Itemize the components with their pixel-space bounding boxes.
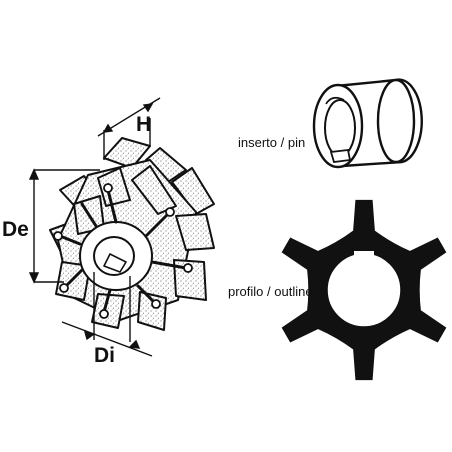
bore-keyway bbox=[103, 253, 127, 273]
impeller-outline-profile bbox=[281, 199, 447, 381]
outer-diameter-label: De bbox=[2, 218, 29, 241]
profile-bore bbox=[326, 252, 402, 328]
inner-diameter-dimension bbox=[61, 272, 153, 357]
height-label: H bbox=[136, 113, 151, 136]
insert-label: inserto / pin bbox=[238, 135, 305, 150]
outer-diameter-dimension bbox=[28, 168, 100, 284]
profile-label: profilo / outline bbox=[228, 284, 313, 299]
sleeve-key bbox=[329, 149, 352, 163]
profile-keyway bbox=[354, 251, 374, 262]
sleeve-bore bbox=[324, 99, 356, 157]
hub-spokes bbox=[58, 188, 188, 314]
height-dimension bbox=[97, 97, 161, 160]
inner-diameter-label: Di bbox=[94, 344, 115, 367]
blade-tips bbox=[53, 183, 193, 319]
insert-sleeve-drawing bbox=[312, 78, 423, 169]
impeller-3d-drawing bbox=[49, 137, 215, 331]
